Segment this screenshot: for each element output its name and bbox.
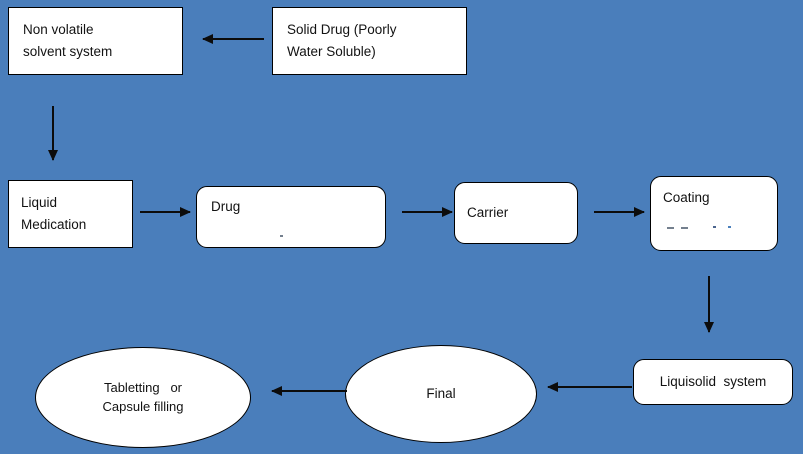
arrow-coating-to-liquisolid-system bbox=[703, 276, 715, 333]
arrow-head-right-icon bbox=[180, 207, 191, 217]
residual-mark bbox=[280, 235, 283, 237]
arrow-liquisolid-system-to-final bbox=[547, 381, 632, 393]
node-label-line2: solvent system bbox=[23, 44, 113, 59]
residual-mark bbox=[681, 227, 688, 229]
arrow-head-left-icon bbox=[547, 382, 558, 392]
node-label-line1: Solid Drug (Poorly bbox=[287, 21, 397, 37]
node-label-line1: Tabletting or bbox=[103, 379, 183, 395]
node-final[interactable]: Final bbox=[345, 345, 537, 443]
arrow-head-right-icon bbox=[634, 207, 645, 217]
arrow-solid-drug-to-non-volatile bbox=[202, 33, 264, 45]
node-label-line1: Carrier bbox=[467, 204, 509, 220]
arrow-shaft bbox=[708, 276, 710, 332]
arrow-non-volatile-to-liquid-medication bbox=[47, 106, 59, 161]
node-label-line2: Water Soluble) bbox=[287, 44, 376, 59]
node-label-line2: Medication bbox=[21, 217, 87, 232]
node-label-line1: Liquisolid system bbox=[659, 373, 767, 389]
node-label-line1: Final bbox=[426, 385, 456, 401]
arrow-shaft bbox=[548, 386, 632, 388]
arrow-shaft bbox=[140, 211, 190, 213]
node-label-line1: Non volatile bbox=[23, 21, 94, 37]
node-liquisolid-system[interactable]: Liquisolid system bbox=[633, 359, 793, 405]
residual-mark bbox=[667, 227, 674, 229]
node-label-line1: Coating bbox=[663, 190, 710, 205]
node-solid-drug[interactable]: Solid Drug (Poorly Water Soluble) bbox=[272, 7, 467, 75]
arrow-shaft bbox=[52, 106, 54, 160]
arrow-carrier-to-coating bbox=[594, 206, 645, 218]
residual-mark bbox=[713, 226, 716, 228]
arrow-shaft bbox=[594, 211, 644, 213]
node-label-line1: Liquid bbox=[21, 194, 58, 210]
node-drug[interactable]: Drug bbox=[196, 186, 386, 248]
node-coating[interactable]: Coating bbox=[650, 176, 778, 251]
node-label-line1: Drug bbox=[211, 199, 241, 214]
node-liquid-medication[interactable]: Liquid Medication bbox=[8, 180, 133, 248]
arrow-shaft bbox=[272, 390, 347, 392]
arrow-head-right-icon bbox=[442, 207, 453, 217]
arrow-head-down-icon bbox=[48, 150, 58, 161]
node-label-line2: Capsule filling bbox=[102, 398, 184, 414]
node-tabletting-or-capsule-filling[interactable]: Tabletting or Capsule filling bbox=[35, 347, 251, 448]
arrow-final-to-tabletting bbox=[271, 385, 347, 397]
arrow-liquid-medication-to-drug bbox=[140, 206, 191, 218]
arrow-shaft bbox=[203, 38, 264, 40]
arrow-shaft bbox=[402, 211, 452, 213]
arrow-head-left-icon bbox=[202, 34, 213, 44]
arrow-drug-to-carrier bbox=[402, 206, 453, 218]
arrow-head-left-icon bbox=[271, 386, 282, 396]
node-carrier[interactable]: Carrier bbox=[454, 182, 578, 244]
node-non-volatile-solvent-system[interactable]: Non volatile solvent system bbox=[8, 7, 183, 75]
arrow-head-down-icon bbox=[704, 322, 714, 333]
residual-mark bbox=[728, 226, 731, 228]
